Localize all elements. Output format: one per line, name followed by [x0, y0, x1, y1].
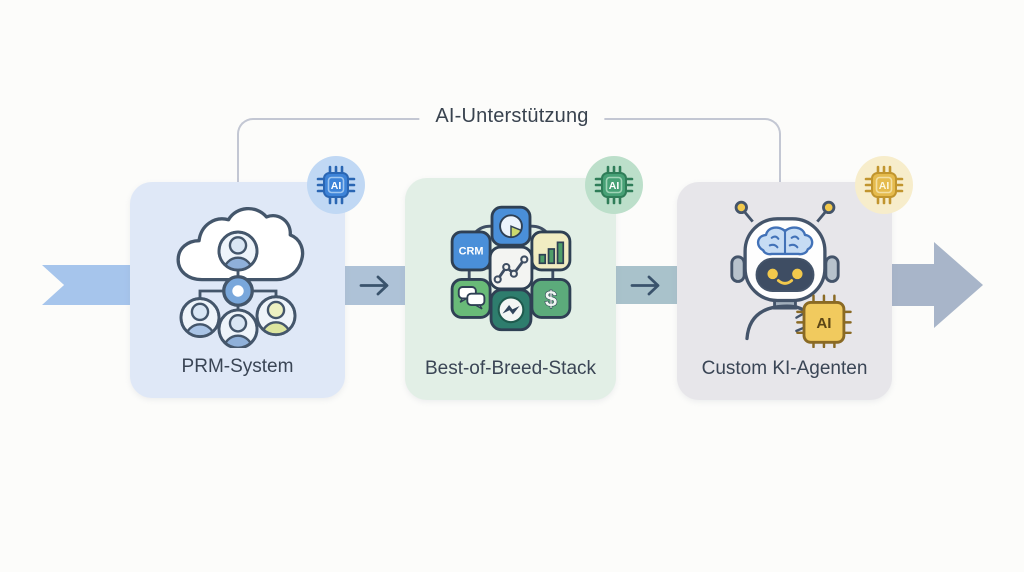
ai-badge-custom-ki: AI	[855, 156, 913, 214]
dollar-tile: $	[529, 277, 571, 319]
crm-tile: CRM	[450, 230, 492, 272]
bar-chart-tile	[529, 230, 571, 272]
ai-chip-icon: AI	[864, 165, 904, 205]
line-chart-tile	[488, 245, 533, 291]
arrow-right-icon	[359, 275, 388, 296]
ai-chip-icon: AI	[316, 165, 356, 205]
ai-chip-glyph: AI	[795, 294, 852, 348]
ai-badge-best-of-breed: AI	[585, 156, 643, 214]
card-custom-ki-agenten: AI Custom KI-Agenten	[677, 182, 892, 400]
chat-tile	[450, 277, 492, 319]
flow-arrow-segment-1	[343, 266, 406, 305]
flow-start-ribbon	[42, 265, 134, 305]
app-stack-icon: CRM	[450, 205, 571, 332]
pie-chart-tile	[490, 205, 531, 247]
badge-label: AI	[879, 180, 890, 192]
crm-label: CRM	[458, 246, 483, 258]
badge-label: AI	[609, 180, 620, 192]
badge-label: AI	[331, 180, 342, 192]
dollar-glyph: $	[544, 286, 556, 311]
card-prm-system: PRM-System	[130, 182, 345, 398]
card-label-custom-ki-agenten: Custom KI-Agenten	[701, 358, 868, 379]
ai-chip-icon: AI	[594, 165, 634, 205]
robot-chip-label: AI	[816, 315, 831, 332]
flow-arrow-segment-2	[614, 266, 678, 304]
robot-icon: AI	[729, 200, 852, 348]
brain-glyph	[756, 226, 813, 256]
card-label-best-of-breed: Best-of-Breed-Stack	[424, 358, 597, 379]
messenger-tile	[489, 288, 532, 332]
bracket-label: AI-Unterstützung	[419, 105, 605, 128]
card-best-of-breed-stack: CRM	[405, 178, 616, 400]
arrow-right-icon	[630, 275, 660, 295]
card-label-prm-system: PRM-System	[181, 356, 294, 377]
cloud-partner-network-icon	[175, 207, 304, 348]
ai-badge-prm: AI	[307, 156, 365, 214]
flow-end-arrowhead-icon	[889, 242, 983, 328]
